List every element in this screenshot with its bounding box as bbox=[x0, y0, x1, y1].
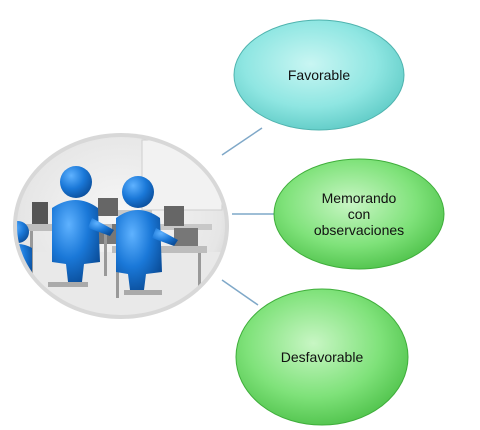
node-label-favorable: Favorable bbox=[287, 67, 351, 83]
node-memorando: Memorando con observaciones bbox=[272, 157, 446, 271]
node-label-desfavorable: Desfavorable bbox=[280, 349, 364, 365]
ellipse-favorable bbox=[233, 19, 405, 131]
connector-favorable bbox=[221, 127, 263, 156]
node-label-memorando: Memorando con observaciones bbox=[313, 190, 405, 238]
connector-desfavorable bbox=[221, 279, 259, 306]
ellipse-desfavorable bbox=[235, 288, 409, 426]
people-at-computers-icon bbox=[13, 133, 229, 319]
node-favorable: Favorable bbox=[232, 18, 406, 132]
node-desfavorable: Desfavorable bbox=[234, 287, 410, 427]
ellipse-memorando bbox=[273, 158, 445, 270]
center-image bbox=[12, 132, 230, 320]
